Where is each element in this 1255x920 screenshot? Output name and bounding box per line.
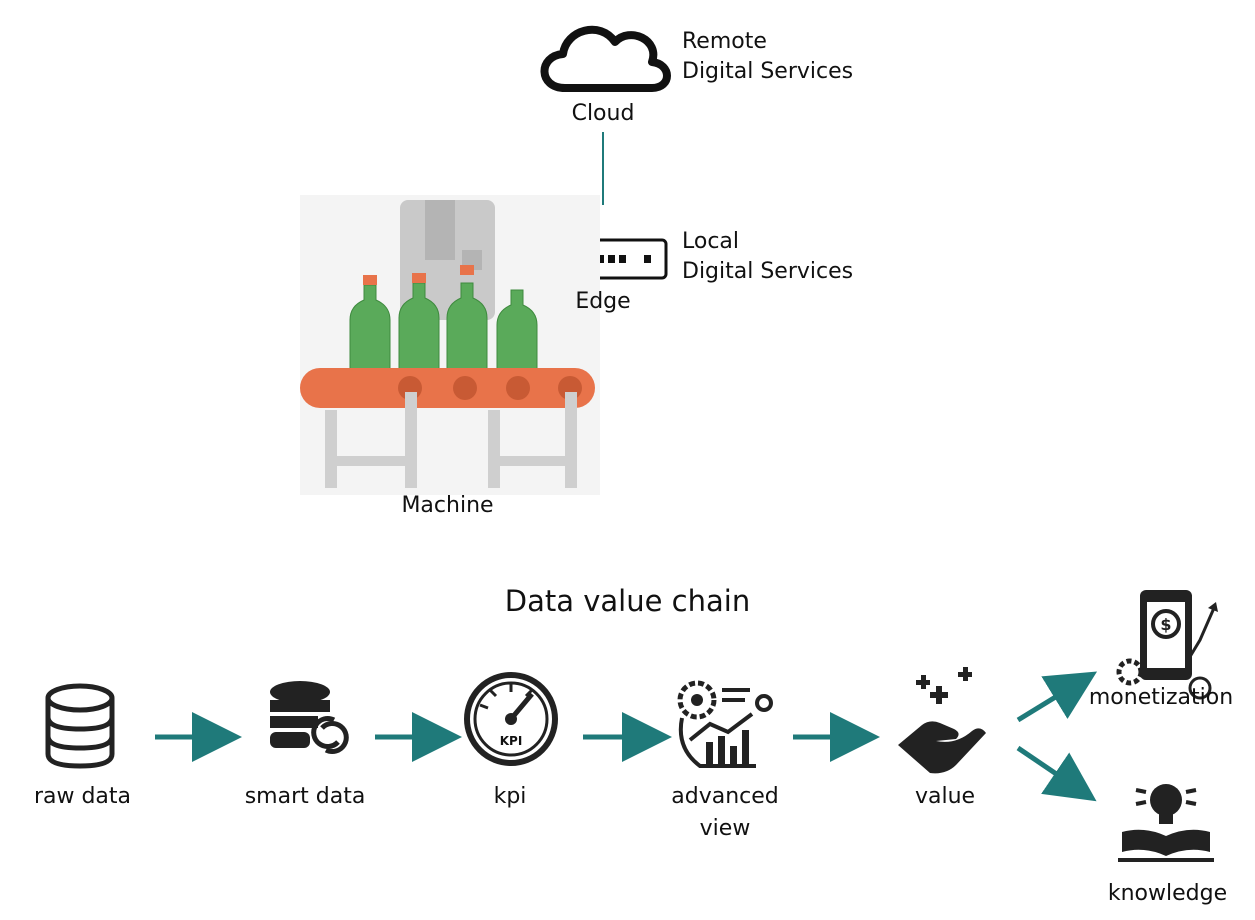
step-label-raw-data: raw data [33, 784, 132, 809]
money-phone-icon: $ [1116, 590, 1218, 700]
lightbulb-book-icon [1118, 784, 1214, 862]
cloud-icon [540, 25, 671, 92]
cloud-label: Cloud [571, 101, 635, 126]
step-label-smart-data: smart data [244, 784, 366, 809]
edge-service-line1: Local [682, 229, 740, 254]
kpi-gauge-icon [464, 672, 558, 766]
machine-label: Machine [401, 493, 494, 518]
step-label-value: value [914, 784, 976, 809]
machine-illustration [300, 195, 600, 495]
database-icon [45, 683, 115, 769]
outcome-label-monetization: monetization [1088, 685, 1234, 710]
arrow-value-knowledge [1016, 745, 1097, 802]
hand-sparkle-icon [898, 667, 986, 774]
chain-title: Data value chain [504, 584, 751, 618]
cloud-service-line1: Remote [682, 29, 767, 54]
arrow-value-monetization [1016, 671, 1098, 723]
analytics-gear-icon [677, 680, 773, 768]
cloud-service-line2: Digital Services [682, 59, 854, 84]
step-label-kpi: kpi [493, 784, 527, 809]
step-label-advanced-line2: view [699, 816, 751, 841]
flow-arrows [155, 671, 1098, 802]
step-label-advanced-line1: advanced [671, 784, 779, 809]
outcome-label-knowledge: knowledge [1107, 881, 1228, 906]
kpi-badge-text: KPI [499, 734, 523, 748]
database-sync-icon [270, 681, 349, 754]
edge-service-line2: Digital Services [682, 259, 854, 284]
edge-label: Edge [575, 289, 631, 314]
svg-text:$: $ [1160, 615, 1171, 634]
